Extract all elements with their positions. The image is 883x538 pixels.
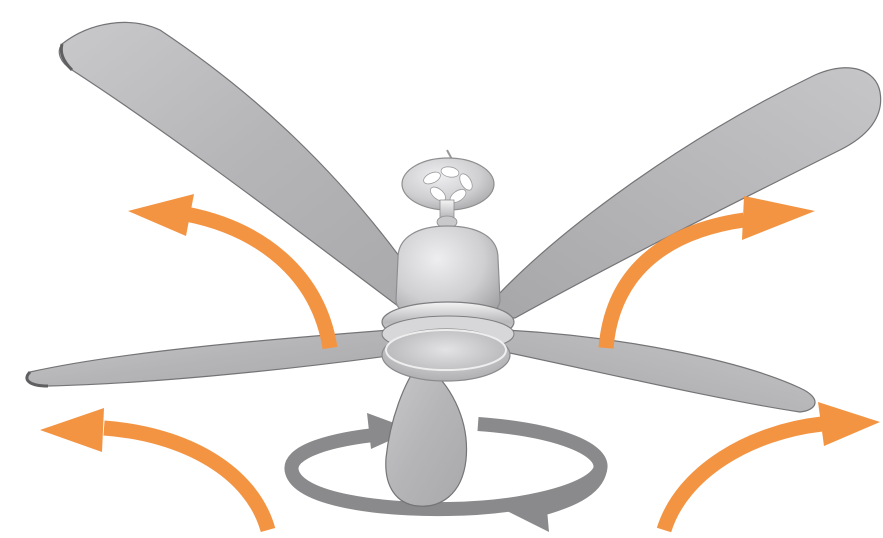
airflow-arrow-lower-left <box>40 408 268 530</box>
blade-upper-right <box>497 68 881 318</box>
blade-right <box>498 330 815 412</box>
airflow-arrow-lower-right <box>664 402 880 530</box>
blade-bottom <box>386 362 467 506</box>
blade-left <box>27 330 396 386</box>
light-kit <box>382 302 514 381</box>
blade-upper-left <box>59 22 420 306</box>
fan-mount <box>402 150 494 234</box>
